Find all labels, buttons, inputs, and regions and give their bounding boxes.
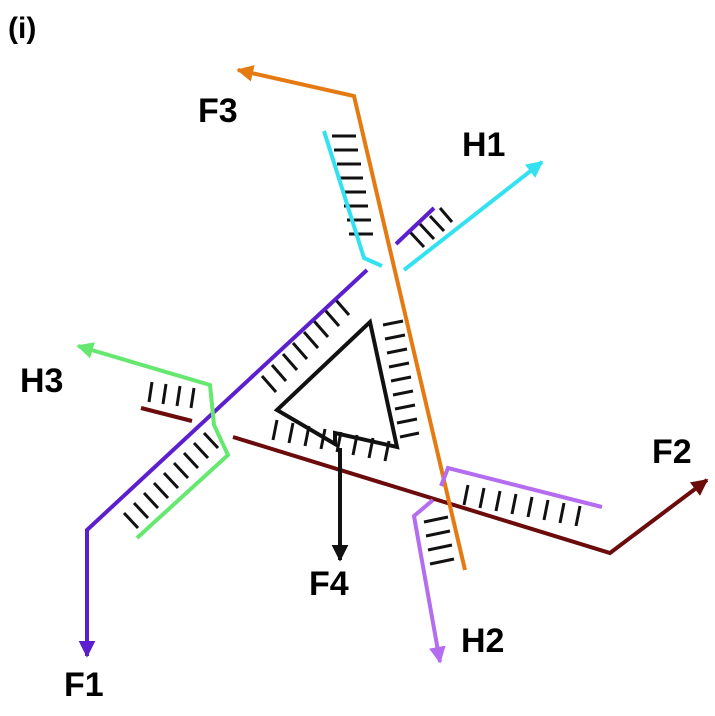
strand-f3: [236, 65, 467, 571]
label-h3: H3: [20, 362, 64, 400]
strand-f2: [232, 435, 709, 556]
strand-h2-arm: [411, 498, 446, 664]
rungs-h3-hairpin: [147, 381, 196, 409]
strand-h3: [76, 342, 231, 540]
label-h2: H2: [461, 622, 505, 660]
label-h1: H1: [462, 126, 506, 164]
rungs-h3-f1: [122, 431, 220, 530]
rungs-h2-hairpin: [423, 515, 455, 566]
strands: [76, 65, 709, 664]
label-f4: F4: [309, 565, 349, 603]
rungs-f3-triangle: [382, 319, 420, 439]
strand-h1: [322, 130, 383, 268]
label-f1: F1: [64, 666, 104, 704]
strand-f4-triangle: [273, 318, 400, 450]
rungs-f1-triangle: [260, 298, 351, 393]
label-f2: F2: [652, 433, 692, 471]
panel-label: (i): [8, 12, 37, 45]
rungs-h2-f2: [462, 484, 582, 527]
strand-h2: [439, 465, 603, 509]
base-pair-rungs: [122, 134, 582, 566]
strand-f2-tail: [140, 406, 193, 423]
strand-f1: [78, 268, 369, 658]
rungs-h1-hairpin: [408, 207, 454, 249]
label-f3: F3: [198, 92, 238, 130]
strand-h1-hairpin: [394, 206, 436, 246]
strand-h1-arm: [402, 160, 544, 272]
